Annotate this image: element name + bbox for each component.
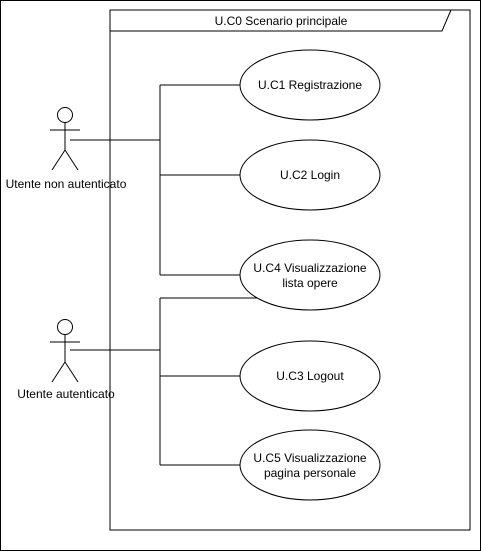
use-case-uc4: U.C4 Visualizzazione lista opere xyxy=(239,239,381,311)
actor-legs xyxy=(51,361,79,383)
system-boundary: U.C0 Scenario principale xyxy=(109,9,471,531)
actor-label: Utente non autenticato xyxy=(6,177,127,191)
system-title: U.C0 Scenario principale xyxy=(215,14,348,28)
use-case-uc3: U.C3 Logout xyxy=(239,340,381,412)
associations xyxy=(70,84,260,466)
system-frame xyxy=(109,9,471,531)
system-title-tab xyxy=(110,9,452,32)
use-case-label-line1: U.C5 Visualizzazione xyxy=(253,451,366,465)
use-case-label: U.C3 Logout xyxy=(276,369,344,383)
use-case-ellipse xyxy=(239,239,381,311)
actor-head xyxy=(57,107,73,123)
use-case-ellipse xyxy=(239,340,381,412)
stick-figure-icon xyxy=(50,107,80,171)
use-case-uc5: U.C5 Visualizzazione pagina personale xyxy=(239,429,381,501)
use-case-uc2: U.C2 Login xyxy=(239,139,381,211)
stick-figure-icon xyxy=(50,319,80,383)
use-case-label-line2: pagina personale xyxy=(264,466,356,480)
use-case-label-line2: lista opere xyxy=(282,276,338,290)
use-case-label: U.C2 Login xyxy=(280,168,340,182)
use-case-uc1: U.C1 Registrazione xyxy=(239,49,381,121)
actor-authenticated: Utente autenticato xyxy=(17,319,115,401)
use-case-ellipse xyxy=(239,139,381,211)
actor-label: Utente autenticato xyxy=(17,387,115,401)
use-case-label: U.C1 Registrazione xyxy=(258,78,362,92)
actor-legs xyxy=(51,149,79,171)
use-case-ellipse xyxy=(239,429,381,501)
actor-unauthenticated: Utente non autenticato xyxy=(6,107,127,191)
actor-head xyxy=(57,319,73,335)
use-case-ellipse xyxy=(239,49,381,121)
use-case-label-line1: U.C4 Visualizzazione xyxy=(253,261,366,275)
